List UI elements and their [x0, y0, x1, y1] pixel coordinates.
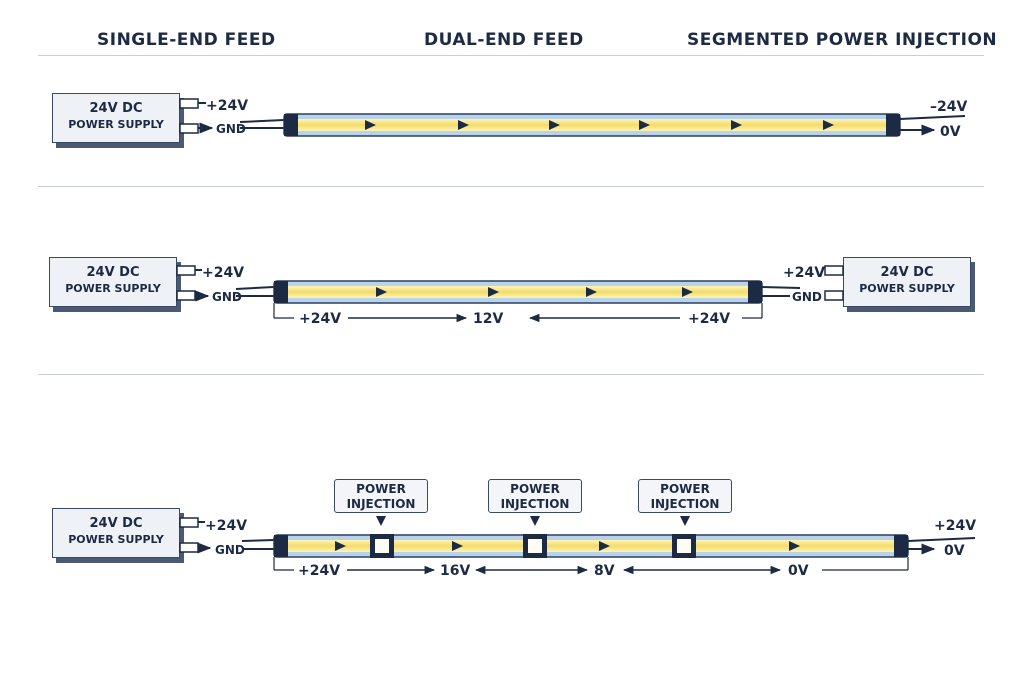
label-right-bottom: 0V — [940, 124, 961, 140]
wire — [241, 539, 275, 542]
power-supply-label: POWER SUPPLY — [65, 282, 161, 295]
power-supply-label: POWER SUPPLY — [859, 282, 955, 295]
injection-label-line2: INJECTION — [650, 497, 720, 511]
led-strip-glow — [298, 119, 886, 131]
label-left-plus: +24V — [206, 98, 248, 114]
wire — [899, 115, 966, 120]
voltage-label-2: 16V — [440, 563, 470, 579]
label-left-gnd: GND — [216, 122, 246, 136]
injection-label-line1: POWER — [510, 482, 560, 496]
diagram3-segmented: +24V GND — [179, 516, 976, 579]
terminal-plus-icon — [179, 98, 199, 109]
voltage-label-middle: 12V — [473, 311, 503, 327]
power-injection-callout-1: POWER INJECTION — [334, 479, 428, 513]
wire — [761, 286, 801, 289]
power-supply-voltage: 24V DC — [89, 101, 143, 116]
injection-point-3 — [672, 516, 696, 558]
divider-bottom — [38, 374, 984, 375]
end-cap — [284, 114, 298, 136]
heading-segmented-power-injection: SEGMENTED POWER INJECTION — [687, 30, 998, 50]
power-supply-voltage: 24V DC — [86, 265, 140, 280]
diagram2-dual-end: +24V GND +24V GND — [176, 265, 844, 327]
label-left-gnd: GND — [215, 543, 245, 557]
heading-dual-end-feed: DUAL-END FEED — [424, 30, 584, 50]
injection-point-1 — [370, 516, 394, 558]
end-cap — [894, 535, 908, 557]
current-direction-arrows — [365, 120, 834, 130]
voltage-label-4: 0V — [788, 563, 809, 579]
label-right-gnd: GND — [792, 290, 822, 304]
injection-label-line1: POWER — [356, 482, 406, 496]
terminal-gnd-icon — [179, 542, 199, 553]
power-supply-diagram3: 24V DC POWER SUPPLY — [52, 508, 180, 558]
label-right-top: –24V — [930, 99, 967, 115]
end-cap — [274, 281, 288, 303]
divider-middle — [38, 186, 984, 187]
divider-top — [38, 55, 984, 56]
label-right-bottom: 0V — [944, 543, 965, 559]
power-supply-voltage: 24V DC — [89, 516, 143, 531]
voltage-label-3: 8V — [594, 563, 615, 579]
label-left-gnd: GND — [212, 290, 242, 304]
terminal-plus-icon — [179, 517, 199, 528]
power-supply-label: POWER SUPPLY — [68, 533, 164, 546]
voltage-label-end: +24V — [688, 311, 730, 327]
wire — [907, 537, 976, 542]
led-strip-glow — [288, 540, 894, 552]
current-direction-arrows — [376, 287, 693, 297]
label-right-plus: +24V — [783, 265, 825, 281]
current-direction-arrows — [335, 541, 800, 551]
end-cap — [274, 535, 288, 557]
label-right-top: +24V — [934, 518, 976, 534]
power-supply-diagram1: 24V DC POWER SUPPLY — [52, 93, 180, 143]
terminal-gnd-icon — [824, 290, 844, 301]
power-supply-diagram2-right: 24V DC POWER SUPPLY — [843, 257, 971, 307]
terminal-plus-icon — [176, 265, 196, 276]
injection-point-2 — [523, 516, 547, 558]
injection-label-line2: INJECTION — [346, 497, 416, 511]
voltage-label-1: +24V — [298, 563, 340, 579]
terminal-plus-icon — [824, 265, 844, 276]
terminal-gnd-icon — [176, 290, 196, 301]
heading-single-end-feed: SINGLE-END FEED — [97, 30, 276, 50]
wire — [239, 119, 285, 123]
diagram1-single-end: +24V GND –24V 0V — [179, 98, 967, 140]
led-strip-glow — [288, 286, 748, 298]
injection-label-line1: POWER — [660, 482, 710, 496]
end-cap — [748, 281, 762, 303]
terminal-gnd-icon — [179, 123, 199, 134]
power-injection-callout-2: POWER INJECTION — [488, 479, 582, 513]
label-left-plus: +24V — [202, 265, 244, 281]
wire — [235, 286, 275, 290]
power-injection-callout-3: POWER INJECTION — [638, 479, 732, 513]
voltage-label-start: +24V — [299, 311, 341, 327]
label-left-plus: +24V — [205, 518, 247, 534]
power-supply-diagram2-left: 24V DC POWER SUPPLY — [49, 257, 177, 307]
power-supply-voltage: 24V DC — [880, 265, 934, 280]
power-supply-label: POWER SUPPLY — [68, 118, 164, 131]
end-cap — [886, 114, 900, 136]
injection-label-line2: INJECTION — [500, 497, 570, 511]
